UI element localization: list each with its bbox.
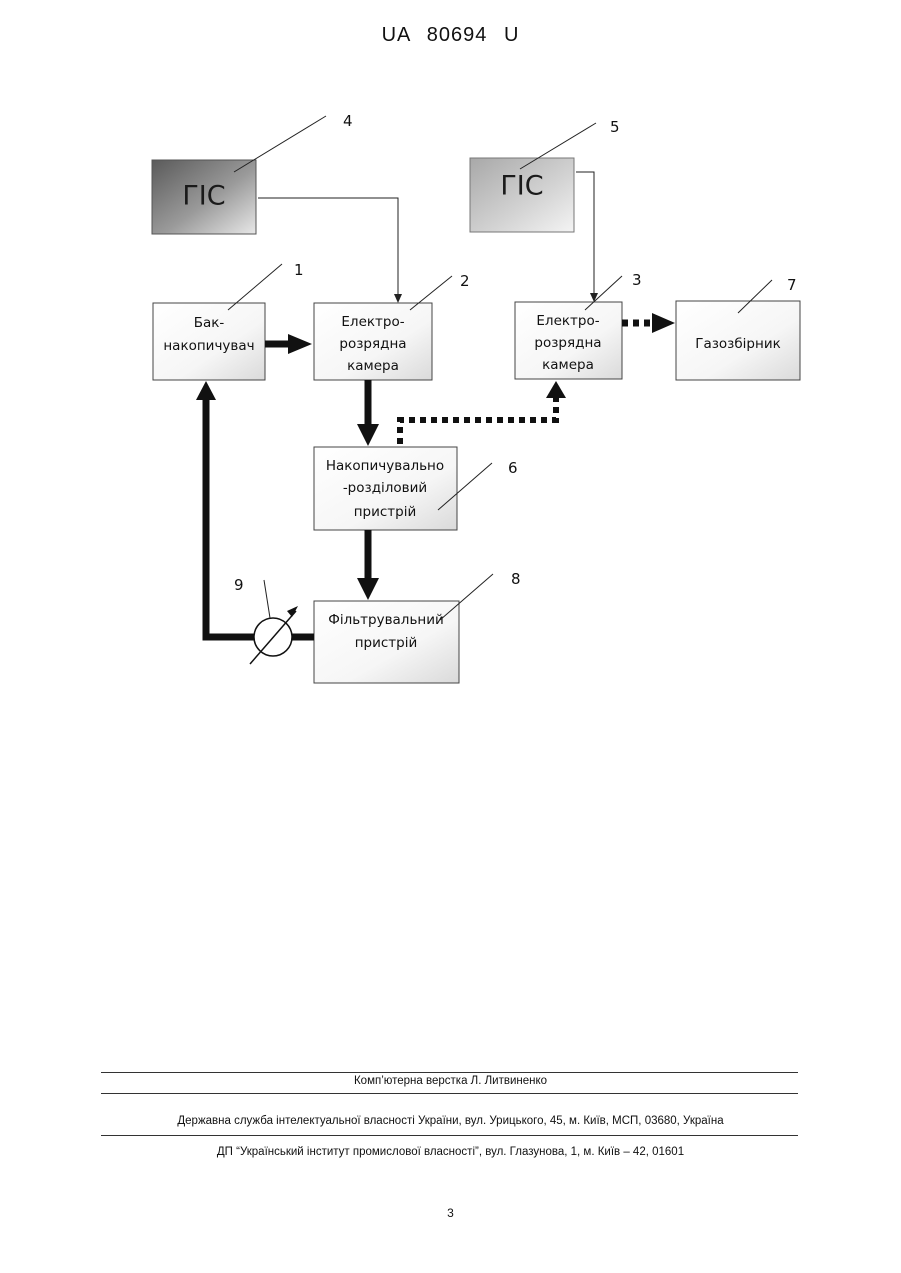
ref-number-9: 9 [234,576,244,594]
flow-separator-to-filter [357,530,379,600]
filter-line1: Фільтрувальний [328,612,444,628]
ref-number-4: 4 [343,112,353,130]
chamber-left-box: Електро- розрядна камера [314,303,432,380]
flow-chamber-to-gas-collector [622,313,675,333]
flow-chamber-to-separator [357,380,379,446]
layout-credit: Комп’ютерна верстка Л. Литвиненко [0,1075,901,1087]
filter-line2: пристрій [355,635,418,651]
gis-box-right: ГІС [470,158,574,232]
institute-address: ДП “Український інститут промислової вла… [0,1146,901,1158]
ref-number-7: 7 [787,276,797,294]
tank-label-line1: Бак- [194,315,225,331]
ref-number-8: 8 [511,570,521,588]
ref-number-2: 2 [460,272,470,290]
page-number: 3 [0,1206,901,1220]
arrowhead-gis-left [394,294,402,303]
footer-divider-top [101,1072,798,1073]
chamber-left-line1: Електро- [341,314,404,330]
separator-line2: -розділовий [343,480,427,496]
tank-label-line2: накопичувач [163,338,254,354]
footer-divider-middle [101,1093,798,1094]
tank-box: Бак- накопичувач [153,303,265,380]
separator-line1: Накопичувально [326,458,444,474]
chamber-right-line1: Електро- [536,313,599,329]
gis-left-label: ГІС [182,181,225,212]
ref-number-1: 1 [294,261,304,279]
ref-number-5: 5 [610,118,620,136]
chamber-left-line2: розрядна [339,336,406,352]
filter-box: Фільтрувальний пристрій [314,601,459,683]
ref-number-3: 3 [632,271,642,289]
flow-separator-to-chamber-right [400,381,566,444]
chamber-left-line3: камера [347,358,399,374]
gis-box-left: ГІС [152,160,256,234]
chamber-right-line2: розрядна [534,335,601,351]
chamber-right-line3: камера [542,357,594,373]
chamber-right-box: Електро- розрядна камера [515,302,622,379]
gis-right-label: ГІС [500,171,543,202]
footer-divider-bottom [101,1135,798,1136]
service-address: Державна служба інтелектуальної власност… [0,1115,901,1127]
separator-box: Накопичувально -розділовий пристрій [314,447,457,530]
gas-collector-label: Газозбірник [695,336,781,352]
flow-tank-to-chamber [265,334,312,354]
arrowhead-gis-right [590,293,598,302]
valve-symbol [250,606,298,664]
flow-return-loop [196,381,314,637]
ref-number-6: 6 [508,459,518,477]
process-diagram: ГІС ГІС Бак- накопичувач Електро- розряд… [0,0,901,760]
separator-line3: пристрій [354,504,417,520]
